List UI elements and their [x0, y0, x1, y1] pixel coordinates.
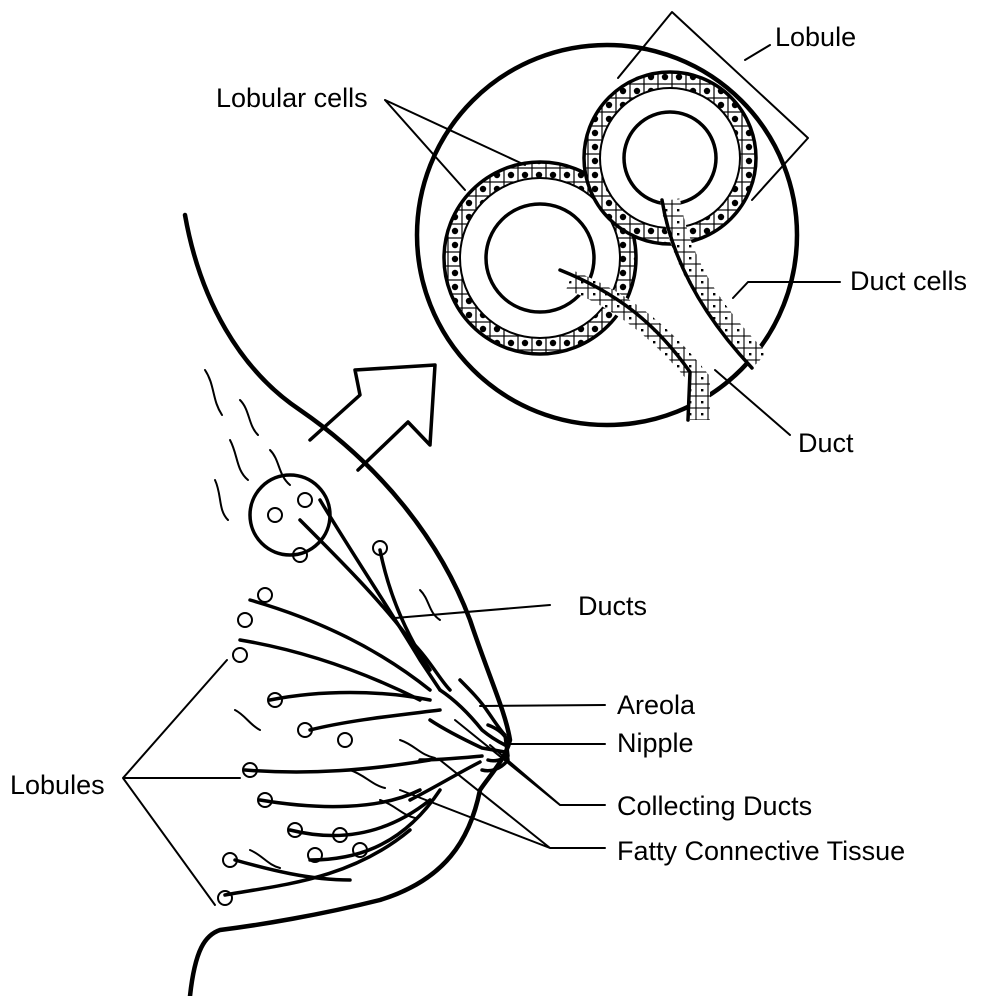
- leader-areola: [480, 705, 605, 706]
- label-fatty-connective-tissue: Fatty Connective Tissue: [617, 838, 905, 865]
- label-ducts: Ducts: [578, 593, 647, 620]
- fatty-tissue-marks: [205, 370, 440, 868]
- collecting-duct: [440, 690, 505, 745]
- label-lobule: Lobule: [775, 24, 856, 51]
- leader-lobules: [123, 660, 240, 905]
- duct: [310, 790, 440, 860]
- duct: [250, 600, 430, 690]
- label-areola: Areola: [617, 692, 695, 719]
- label-lobules: Lobules: [10, 772, 105, 799]
- label-lobular-cells: Lobular cells: [216, 85, 368, 112]
- duct: [245, 760, 430, 772]
- magnify-source-circle: [250, 475, 330, 555]
- label-duct: Duct: [798, 430, 854, 457]
- duct: [235, 860, 350, 880]
- leader-lobule: [745, 45, 770, 60]
- duct: [260, 790, 420, 807]
- duct: [240, 640, 420, 700]
- zoom-arrow: [310, 365, 435, 470]
- label-collecting-ducts: Collecting Ducts: [617, 793, 812, 820]
- label-nipple: Nipple: [617, 730, 694, 757]
- label-duct-cells: Duct cells: [850, 268, 967, 295]
- leader-ducts: [395, 605, 550, 618]
- duct: [310, 710, 440, 730]
- collecting-duct: [410, 762, 480, 800]
- leader-duct: [715, 370, 790, 435]
